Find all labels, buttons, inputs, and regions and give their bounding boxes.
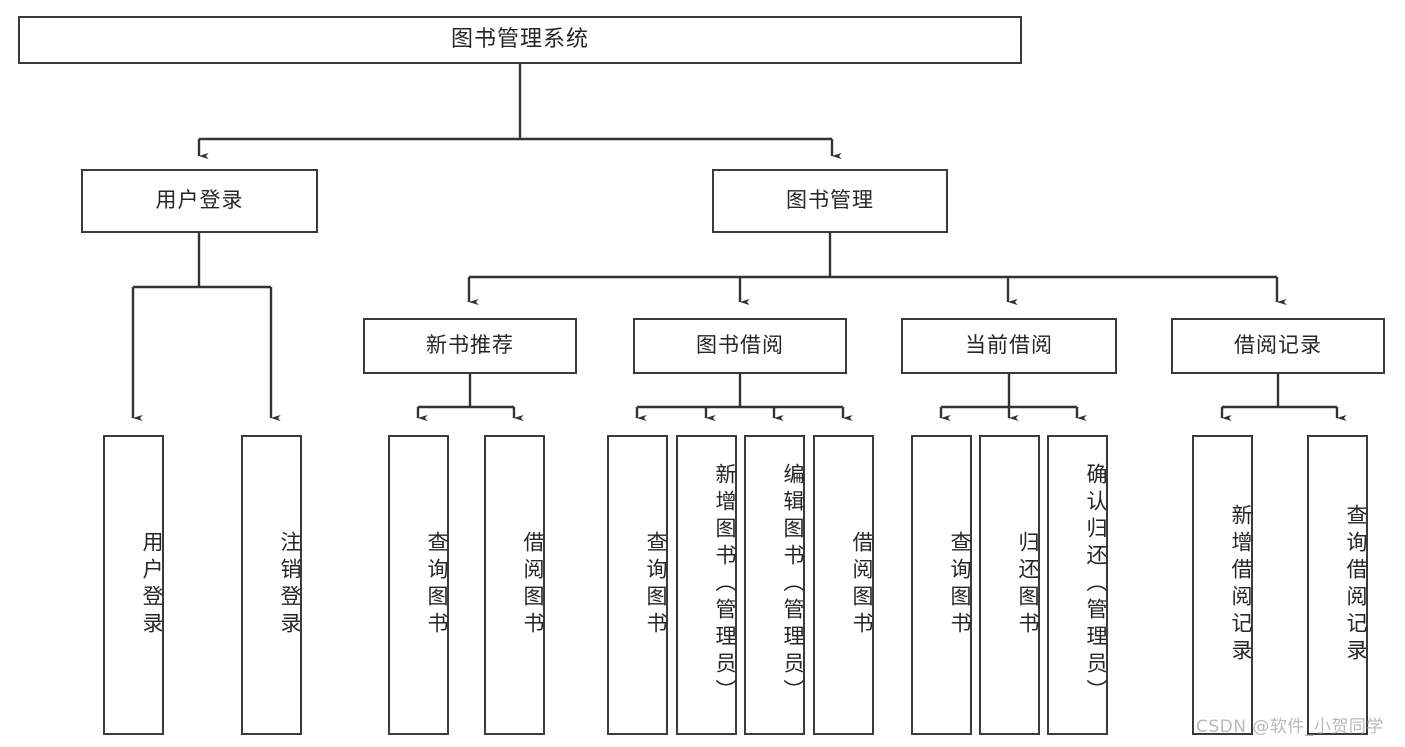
leaf-user-login[interactable]: 用户登录 (103, 435, 164, 735)
leaf-add-book-admin[interactable]: 新增图书（管理员） (676, 435, 737, 735)
leaf-borrow-book-recommend[interactable]: 借阅图书 (484, 435, 545, 735)
node-label: 编辑图书（管理员） (781, 462, 805, 706)
csdn-watermark: CSDN @软件_小贺同学 (1196, 717, 1384, 737)
leaf-query-borrow-record[interactable]: 查询借阅记录 (1307, 435, 1368, 735)
node-label: 确认归还（管理员） (1084, 462, 1108, 706)
node-current-borrow[interactable]: 当前借阅 (901, 318, 1117, 374)
node-book-borrow[interactable]: 图书借阅 (633, 318, 847, 374)
node-label: 当前借阅 (965, 333, 1053, 358)
node-label: 注销登录 (278, 531, 302, 639)
node-label: 查询借阅记录 (1344, 504, 1368, 666)
node-label: 图书管理 (786, 188, 874, 213)
node-label: 图书借阅 (696, 333, 784, 358)
node-label: 借阅图书 (521, 531, 545, 639)
node-label: 归还图书 (1016, 531, 1040, 639)
node-book-management[interactable]: 图书管理 (712, 169, 948, 233)
node-label: 新书推荐 (426, 333, 514, 358)
leaf-edit-book-admin[interactable]: 编辑图书（管理员） (744, 435, 805, 735)
leaf-confirm-return-admin[interactable]: 确认归还（管理员） (1047, 435, 1108, 735)
node-label: 借阅记录 (1234, 333, 1322, 358)
node-label: 新增借阅记录 (1229, 504, 1253, 666)
leaf-borrow-book[interactable]: 借阅图书 (813, 435, 874, 735)
node-user-login[interactable]: 用户登录 (81, 169, 318, 233)
leaf-query-book-current[interactable]: 查询图书 (911, 435, 972, 735)
node-label: 借阅图书 (850, 531, 874, 639)
node-label: 用户登录 (155, 188, 244, 213)
leaf-logout[interactable]: 注销登录 (241, 435, 302, 735)
node-label: 新增图书（管理员） (713, 462, 737, 706)
leaf-query-book-borrow[interactable]: 查询图书 (607, 435, 668, 735)
leaf-query-book-recommend[interactable]: 查询图书 (388, 435, 449, 735)
node-new-book-recommend[interactable]: 新书推荐 (363, 318, 577, 374)
node-label: 查询图书 (948, 531, 972, 639)
node-root-system[interactable]: 图书管理系统 (18, 16, 1022, 64)
leaf-add-borrow-record[interactable]: 新增借阅记录 (1192, 435, 1253, 735)
node-label: 图书管理系统 (450, 26, 589, 52)
leaf-return-book[interactable]: 归还图书 (979, 435, 1040, 735)
node-label: 查询图书 (425, 531, 449, 639)
node-label: 查询图书 (644, 531, 668, 639)
node-borrow-record[interactable]: 借阅记录 (1171, 318, 1385, 374)
node-label: 用户登录 (140, 531, 164, 639)
